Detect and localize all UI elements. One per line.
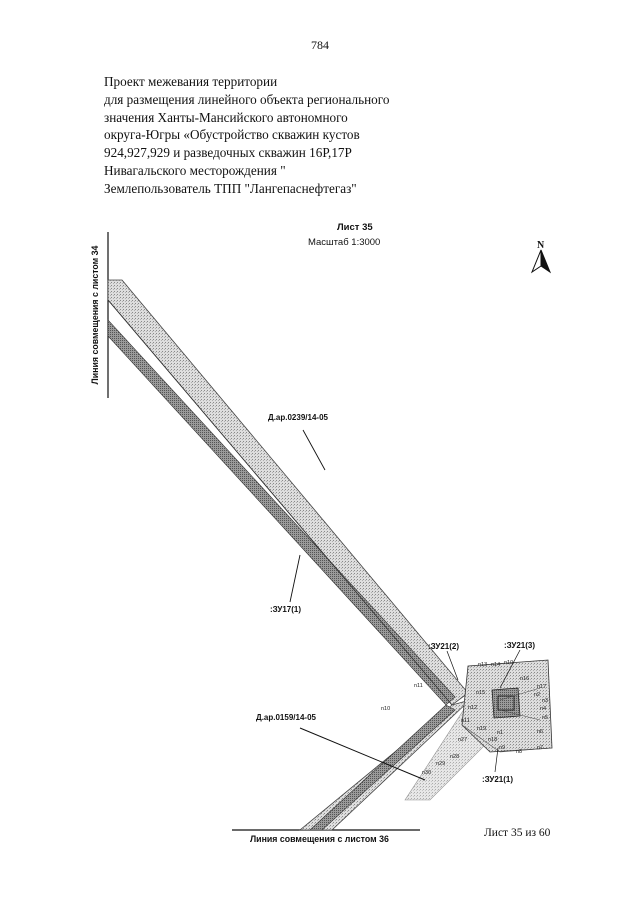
point-n11b: n11 bbox=[414, 683, 423, 689]
sheet-count: Лист 35 из 60 bbox=[484, 827, 551, 839]
plot-label-zu21-1: :ЗУ21(1) bbox=[482, 775, 513, 784]
point-n18: n18 bbox=[488, 737, 497, 743]
point-n19: n19 bbox=[477, 726, 486, 732]
title-line: для размещения линейного объекта региона… bbox=[104, 91, 390, 107]
point-n6: n6 bbox=[537, 729, 543, 735]
page-number: 784 bbox=[311, 38, 329, 52]
point-n9: n9 bbox=[499, 745, 505, 751]
point-n3: n3 bbox=[542, 698, 548, 704]
point-n4: n4 bbox=[540, 706, 546, 712]
point-n5: n5 bbox=[542, 715, 548, 721]
title-line: округа-Югры «Обустройство скважин кустов bbox=[104, 127, 360, 143]
point-n2: n2 bbox=[534, 692, 540, 698]
point-n30: n30 bbox=[422, 770, 431, 776]
plot-label-zu21-3: :ЗУ21(3) bbox=[504, 641, 535, 650]
point-n12: n12 bbox=[468, 705, 477, 711]
title-line: 924,927,929 и разведочных скважин 16Р,17… bbox=[104, 145, 352, 161]
title-line: Нивагальского месторождения " bbox=[104, 162, 286, 178]
point-n13: n13 bbox=[478, 662, 487, 668]
point-n1: n1 bbox=[497, 730, 503, 736]
point-n27: n27 bbox=[458, 737, 467, 743]
sheet-label: Лист 35 bbox=[337, 222, 373, 233]
point-n15: n15 bbox=[476, 690, 485, 696]
title-line: Проект межевания территории bbox=[104, 74, 278, 89]
point-n8: n8 bbox=[516, 749, 522, 755]
lease-label-a: Д.ар.0239/14-05 bbox=[268, 413, 329, 422]
point-n10: n10 bbox=[504, 660, 513, 666]
point-n17: n17 bbox=[537, 684, 546, 690]
title-line: Землепользователь ТПП "Лангепаснефтегаз" bbox=[104, 180, 357, 196]
title-line: значения Ханты-Мансийского автономного bbox=[104, 109, 348, 125]
point-n14: n14 bbox=[491, 662, 500, 668]
scale-label: Масштаб 1:3000 bbox=[308, 237, 381, 248]
point-n28: n28 bbox=[450, 754, 459, 760]
road-strip-lower bbox=[309, 704, 456, 831]
plot-label-zu17: :ЗУ17(1) bbox=[270, 605, 301, 614]
plot-label-zu21-2: :ЗУ21(2) bbox=[428, 642, 459, 651]
point-n7: n7 bbox=[537, 745, 543, 751]
document-title: Проект межевания территории для размещен… bbox=[104, 73, 434, 198]
well-pad-core bbox=[491, 687, 521, 719]
lease-label-b: Д.ар.0159/14-05 bbox=[256, 713, 317, 722]
point-n11: n11 bbox=[461, 718, 470, 724]
point-n10b: n10 bbox=[381, 706, 390, 712]
north-arrow-icon bbox=[530, 249, 552, 274]
bottom-join-label: Линия совмещения с листом 36 bbox=[250, 834, 389, 844]
point-n16: n16 bbox=[520, 676, 529, 682]
point-n29: n29 bbox=[436, 761, 445, 767]
north-label: N bbox=[537, 240, 545, 251]
corridor-upper bbox=[107, 279, 469, 706]
